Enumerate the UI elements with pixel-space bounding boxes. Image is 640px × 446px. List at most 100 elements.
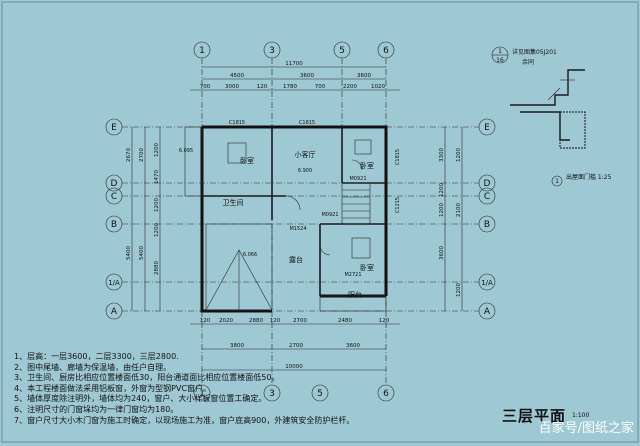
note-line: 1、层高：一层3600，二层3300，三层2800. bbox=[14, 352, 179, 361]
dimension-text: 3600 bbox=[357, 73, 371, 79]
drawing-scale: 1:100 bbox=[572, 412, 590, 419]
grid-label: 5 bbox=[339, 46, 345, 56]
grid-label: 3 bbox=[269, 46, 275, 56]
note-line: 4、本工程楼面做法采用铝板窗，外窗为型钢PVC窗户。 bbox=[14, 383, 211, 393]
dimension-text: 1200 bbox=[154, 223, 160, 237]
dimension-text: 3600 bbox=[346, 343, 360, 349]
grid-label: C bbox=[484, 192, 490, 202]
grid-bubble bbox=[263, 384, 281, 402]
top-grid-bubbles: 1 3 5 6 bbox=[193, 41, 395, 59]
grid-bubble bbox=[377, 384, 395, 402]
grid-label: D bbox=[484, 179, 491, 189]
dimension-text: 5400 bbox=[126, 246, 132, 260]
note-line: 3、卫生间、厨房比相应位置楼面低30，阳台通道面比相应位置楼面低50。 bbox=[14, 373, 280, 383]
grid-label: A bbox=[484, 307, 491, 317]
grid-axis-lines bbox=[122, 58, 479, 385]
door-swing bbox=[285, 195, 301, 211]
room-label: 露台 bbox=[289, 255, 303, 264]
grid-label: D bbox=[111, 179, 118, 189]
door-code: M0921 bbox=[349, 176, 366, 182]
elevation-mark: 6.066 bbox=[243, 252, 257, 258]
window-code: C1215 bbox=[395, 197, 401, 213]
door-code: M2721 bbox=[344, 272, 361, 278]
grid-bubble bbox=[311, 384, 329, 402]
balcony-outline bbox=[319, 295, 387, 312]
door-code: M1524 bbox=[289, 226, 306, 232]
note-line: 5、墙体厚度除注明外，墙体均为240，窗户、大小样板窗位置工确定。 bbox=[14, 394, 267, 404]
dimension-text: 2100 bbox=[456, 203, 462, 217]
bottom-grid-bubbles: 1 3 5 6 bbox=[193, 384, 395, 402]
dimension-text: 120 bbox=[379, 318, 390, 324]
dimension-text: 4500 bbox=[230, 73, 244, 79]
elevation-mark: 6.095 bbox=[179, 148, 193, 154]
bed-symbol bbox=[351, 237, 371, 259]
detail-caption: 出屋面门槛 1:25 bbox=[566, 174, 612, 181]
grid-label: C bbox=[111, 192, 117, 202]
dimension-text: 1200 bbox=[154, 143, 160, 157]
room-label: 卧室 bbox=[360, 263, 374, 272]
dimension-text: 5400 bbox=[139, 246, 145, 260]
dimension-text: 1200 bbox=[439, 183, 445, 197]
grid-label: 1 bbox=[199, 389, 205, 399]
note-line: 6、注明尺寸的门窗垛均为一律门窗均为180。 bbox=[14, 404, 179, 414]
grid-label: 1/A bbox=[108, 279, 120, 287]
window-code: C1815 bbox=[395, 149, 401, 165]
grid-label: B bbox=[111, 220, 117, 230]
dimension-text: 120 bbox=[257, 84, 268, 90]
dimension-text: 2880 bbox=[249, 318, 263, 324]
detail-reference: 详见图集05J201 bbox=[512, 48, 557, 56]
top-dimension-lines bbox=[190, 66, 400, 91]
window-code: C1815 bbox=[299, 120, 315, 126]
detail-caption-number: 1 bbox=[555, 178, 559, 185]
dimension-text: 120 bbox=[200, 318, 211, 324]
dimension-text: 10000 bbox=[285, 364, 303, 370]
elevation-mark: 6.900 bbox=[298, 168, 312, 174]
dimension-text: 3600 bbox=[439, 246, 445, 260]
room-label: 阳台 bbox=[348, 290, 362, 299]
room-label: 卧室 bbox=[240, 156, 254, 165]
dimension-text: 1470 bbox=[154, 170, 160, 184]
right-grid-bubbles: E D C B 1/A A bbox=[478, 118, 496, 320]
right-dimension-lines bbox=[444, 127, 463, 311]
dimension-text: 1200 bbox=[456, 283, 462, 297]
bottom-dimension-lines bbox=[190, 323, 400, 371]
room-label: 卫生间 bbox=[223, 198, 244, 207]
detail-circle-top: 1 bbox=[498, 48, 502, 55]
design-notes: 1、层高：一层3600，二层3300，三层2800. 2、图中尾墙、廊墙为保温墙… bbox=[14, 352, 355, 426]
grid-label: E bbox=[111, 123, 117, 133]
watermark: 百家号/图纸之家 bbox=[538, 421, 634, 436]
dimension-text: 700 bbox=[315, 84, 326, 90]
grid-bubble bbox=[193, 384, 211, 402]
detail-circle-bottom: 16 bbox=[496, 57, 504, 64]
room-label: 小客厅 bbox=[295, 150, 316, 159]
dimension-text: 2200 bbox=[343, 84, 357, 90]
grid-label: E bbox=[484, 123, 490, 133]
bed-symbol bbox=[227, 142, 247, 164]
dimension-text: 3800 bbox=[230, 343, 244, 349]
dimension-text: 120 bbox=[270, 318, 281, 324]
dimension-text: 11700 bbox=[285, 61, 303, 67]
drawing-title: 三层平面 bbox=[502, 407, 567, 425]
dimension-text: 3300 bbox=[439, 148, 445, 162]
bed-symbol bbox=[354, 139, 372, 155]
window-code: C1815 bbox=[229, 120, 245, 126]
grid-label: 1/A bbox=[481, 279, 493, 287]
dimension-text: 3600 bbox=[300, 73, 314, 79]
stair bbox=[341, 182, 371, 225]
dimension-text: 2880 bbox=[154, 261, 160, 275]
threshold-detail: 1 16 详见图集05J201 余同 1 bbox=[491, 46, 586, 187]
grid-label: A bbox=[111, 307, 118, 317]
dimension-text: 1020 bbox=[371, 84, 385, 90]
dimension-text: 1200 bbox=[154, 198, 160, 212]
grid-label: 6 bbox=[383, 46, 389, 56]
note-line: 7、窗户尺寸大小木门窗为施工时确定，以现场施工为准，窗户底高900，外建筑安全防… bbox=[14, 415, 355, 425]
door-code: M0921 bbox=[321, 212, 338, 218]
grid-label: 5 bbox=[317, 389, 323, 399]
dimension-text: 2020 bbox=[219, 318, 233, 324]
grid-label: 3 bbox=[269, 389, 275, 399]
dimension-text: 2480 bbox=[338, 318, 352, 324]
dimension-text: 1200 bbox=[456, 148, 462, 162]
dimension-text: 2670 bbox=[126, 148, 132, 162]
